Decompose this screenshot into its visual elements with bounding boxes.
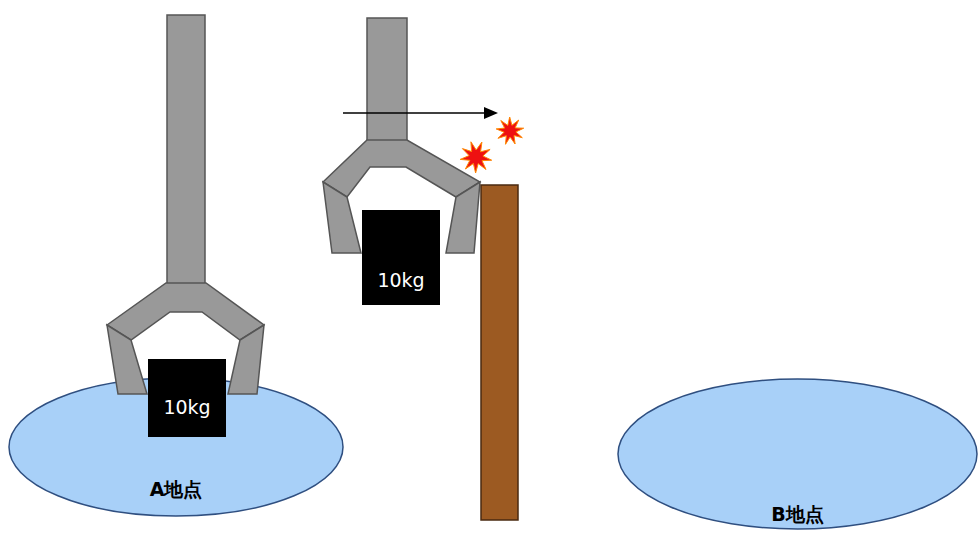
ellipse-outline [618,379,977,529]
weight-label: 10kg [148,397,226,418]
obstacle-pole [481,185,518,520]
gripper-head [107,283,264,340]
gripper-finger [446,182,480,253]
weight-label: 10kg [362,270,440,291]
robot-gripper [107,15,264,394]
motion-arrow [343,112,486,114]
location-label: A地点 [8,479,344,500]
location-label: B地点 [617,504,978,525]
weight-box: 10kg [148,359,226,437]
ellipse-outline [9,378,343,516]
gripper-arm [367,18,407,142]
gripper-finger [323,182,361,253]
impact-burst [460,142,492,173]
location-ellipse: B地点 [617,378,978,530]
weight-box: 10kg [362,210,440,305]
gripper-head [323,140,480,197]
collision-marks [460,117,524,173]
gripper-arm [167,15,205,302]
arrow-head [484,107,498,119]
impact-burst [496,117,524,144]
